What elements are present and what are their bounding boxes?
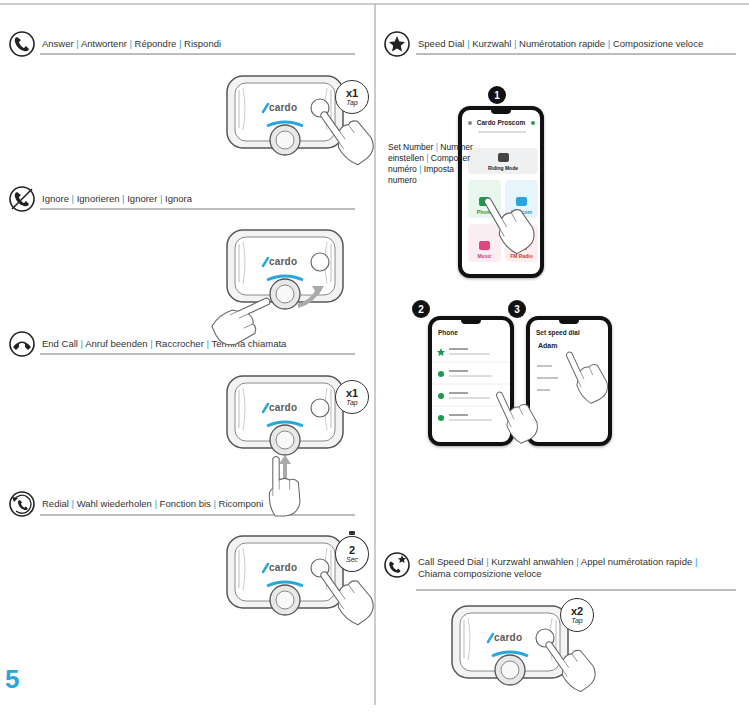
separator: | (76, 38, 78, 49)
section-heading: Answer | Antwortenr | Répondre | Rispond… (42, 38, 362, 50)
separator: | (436, 142, 438, 152)
separator: | (486, 556, 488, 567)
node-text: Riding Mode (488, 165, 518, 171)
phone-screen: Phone (428, 316, 514, 446)
node-text: FM Radio (510, 253, 533, 259)
separator: | (179, 38, 181, 49)
callout-text: Set Number | Nummer einstellen | Compose… (388, 142, 478, 186)
section-heading: End Call | Anruf beenden | Raccrocher | … (42, 338, 362, 350)
step-number: 2 (412, 300, 430, 318)
node-text: 2 (418, 304, 424, 315)
section-heading: Ignore | Ignorieren | Ignorer | Ignora (42, 193, 362, 205)
phone-notch (559, 320, 579, 324)
section-heading: Redial | Wahl wiederholen | Fonction bis… (42, 498, 362, 510)
separator: | (81, 338, 83, 349)
node-text: Tap (571, 617, 582, 625)
tap-badge: x1Tap (335, 380, 369, 414)
separator: | (514, 38, 516, 49)
separator: | (695, 556, 697, 567)
separator: | (150, 338, 152, 349)
node-text: Phone (432, 329, 510, 336)
brand-logo: cardo (494, 632, 522, 643)
node-text: Tap (346, 99, 357, 107)
separator: | (160, 193, 162, 204)
separator: | (576, 556, 578, 567)
node-text: x1 (346, 388, 358, 399)
app-tile: Phone (468, 180, 501, 218)
app-tile: FM Radio (505, 224, 538, 262)
stopwatch-knob (349, 531, 355, 535)
separator: | (608, 38, 610, 49)
node-text: Set speed dial (530, 329, 608, 336)
node-text: 3 (514, 304, 520, 315)
step-number: 1 (488, 86, 506, 104)
app-tile: Riding Mode (468, 148, 538, 174)
tap-badge: x2Tap (560, 598, 594, 632)
brand-logo: cardo (269, 562, 297, 573)
tile-icon (498, 153, 509, 162)
brand-logo: cardo (269, 256, 297, 267)
step-number: 3 (508, 300, 526, 318)
app-tile: Music (468, 224, 501, 262)
separator: | (206, 338, 208, 349)
node-text: Cardo Proscom (462, 119, 540, 126)
app-tile: Intercom (505, 180, 538, 218)
node-text: Intercom (511, 209, 532, 215)
separator: | (155, 498, 157, 509)
tile-icon (479, 197, 490, 206)
separator: | (419, 164, 421, 174)
node-text: x2 (571, 606, 583, 617)
separator: | (72, 498, 74, 509)
separator: | (426, 153, 428, 163)
separator: | (122, 193, 124, 204)
phone-screen: Cardo ProscomRiding ModePhone IntercomMus… (458, 106, 544, 278)
section-heading: Call Speed Dial | Kurzwahl anwählen | Ap… (418, 556, 723, 580)
brand-logo: cardo (269, 402, 297, 413)
phone-notch (461, 320, 481, 324)
separator: | (213, 498, 215, 509)
tile-icon (516, 241, 527, 250)
node-text: x1 (346, 88, 358, 99)
hold-timer: 2Sec (335, 536, 369, 572)
phone-notch (491, 110, 511, 114)
node-text: Sec (346, 556, 358, 564)
brand-logo: cardo (269, 102, 297, 113)
node-text: Tap (346, 399, 357, 407)
tap-badge: x1Tap (335, 80, 369, 114)
phone-screen: Set speed dialAdam (526, 316, 612, 446)
node-text: 2 (349, 545, 355, 556)
page-number: 5 (5, 664, 19, 695)
node-text: Phone (477, 209, 492, 215)
separator: | (467, 38, 469, 49)
tile-icon (479, 241, 490, 250)
section-heading: Speed Dial | Kurzwahl | Numérotation rap… (418, 38, 743, 50)
node-text: 1 (494, 90, 500, 101)
separator: | (72, 193, 74, 204)
separator: | (130, 38, 132, 49)
node-text: Music (477, 253, 491, 259)
tile-icon (516, 197, 527, 206)
node-text: Adam (530, 342, 608, 349)
